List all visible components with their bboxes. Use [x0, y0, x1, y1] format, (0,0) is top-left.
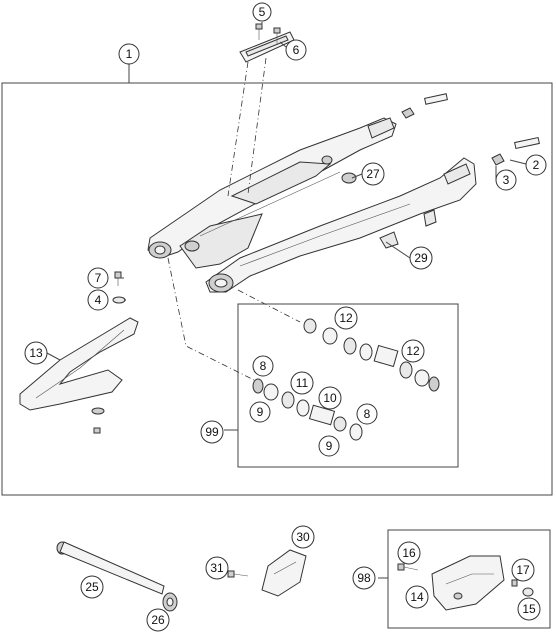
callout-26: 26 [146, 608, 170, 632]
chain-guide-screw [114, 271, 122, 286]
callout-99: 99 [200, 420, 224, 444]
callout-2: 2 [525, 154, 547, 176]
svg-text:17: 17 [516, 563, 530, 577]
callout-13: 13 [24, 341, 48, 365]
svg-text:3: 3 [503, 173, 510, 187]
callout-3: 3 [495, 169, 517, 191]
svg-text:6: 6 [293, 43, 300, 57]
svg-text:16: 16 [402, 546, 416, 560]
svg-text:25: 25 [85, 580, 99, 594]
svg-text:10: 10 [323, 391, 337, 405]
callout-6: 6 [285, 39, 307, 61]
chain-guide-screw-kit [397, 563, 419, 571]
callout-12-right: 12 [401, 339, 425, 363]
washer [112, 296, 126, 304]
callout-4: 4 [87, 289, 109, 311]
callout-7: 7 [87, 267, 109, 289]
svg-text:9: 9 [326, 439, 333, 453]
svg-text:14: 14 [410, 590, 424, 604]
svg-text:8: 8 [364, 407, 371, 421]
svg-text:8: 8 [260, 359, 267, 373]
callout-10: 10 [318, 386, 342, 410]
callout-9-left: 9 [249, 401, 271, 423]
callout-15: 15 [517, 597, 541, 621]
chain-guide [431, 555, 505, 611]
svg-text:13: 13 [29, 346, 43, 360]
bearing-parts [252, 318, 440, 441]
svg-text:12: 12 [406, 344, 420, 358]
svg-text:99: 99 [205, 425, 219, 439]
svg-text:5: 5 [259, 5, 266, 19]
svg-text:98: 98 [357, 571, 371, 585]
svg-text:4: 4 [95, 293, 102, 307]
callout-1: 1 [118, 43, 140, 65]
svg-text:12: 12 [339, 311, 353, 325]
callout-5: 5 [252, 2, 272, 22]
bearing-kit-frame [237, 303, 459, 468]
chain-adjuster-bolts [401, 93, 540, 166]
svg-text:30: 30 [296, 530, 310, 544]
svg-text:29: 29 [414, 251, 428, 265]
svg-text:31: 31 [210, 561, 224, 575]
callout-98: 98 [352, 566, 376, 590]
pivot-axle [56, 541, 165, 595]
callout-9-right: 9 [318, 435, 340, 457]
svg-text:27: 27 [366, 167, 380, 181]
cover-screw [227, 570, 249, 578]
callout-17: 17 [511, 558, 535, 582]
chain-guide-kit-frame [387, 529, 551, 629]
callout-16: 16 [397, 541, 421, 565]
chain-guide-nut [511, 579, 534, 597]
callout-27: 27 [361, 162, 385, 186]
chain-sliding-guard [19, 317, 139, 434]
callout-30: 30 [291, 525, 315, 549]
svg-text:9: 9 [257, 405, 264, 419]
main-assembly-frame [1, 82, 553, 496]
svg-text:11: 11 [296, 376, 309, 390]
svg-text:2: 2 [533, 158, 540, 172]
svg-text:7: 7 [95, 271, 102, 285]
svg-text:15: 15 [522, 602, 536, 616]
svg-text:26: 26 [151, 613, 165, 627]
svg-text:1: 1 [126, 47, 133, 61]
protection-cover [261, 549, 307, 597]
callout-8-left: 8 [252, 355, 274, 377]
callout-12-top: 12 [334, 306, 358, 330]
callout-29: 29 [409, 246, 433, 270]
callout-14: 14 [405, 585, 429, 609]
bracket-screws [255, 23, 281, 44]
callout-31: 31 [205, 556, 229, 580]
callout-8-right: 8 [356, 403, 378, 425]
bushing [162, 592, 178, 612]
callout-25: 25 [80, 575, 104, 599]
callout-11: 11 [290, 371, 314, 395]
swingarm [147, 117, 477, 293]
